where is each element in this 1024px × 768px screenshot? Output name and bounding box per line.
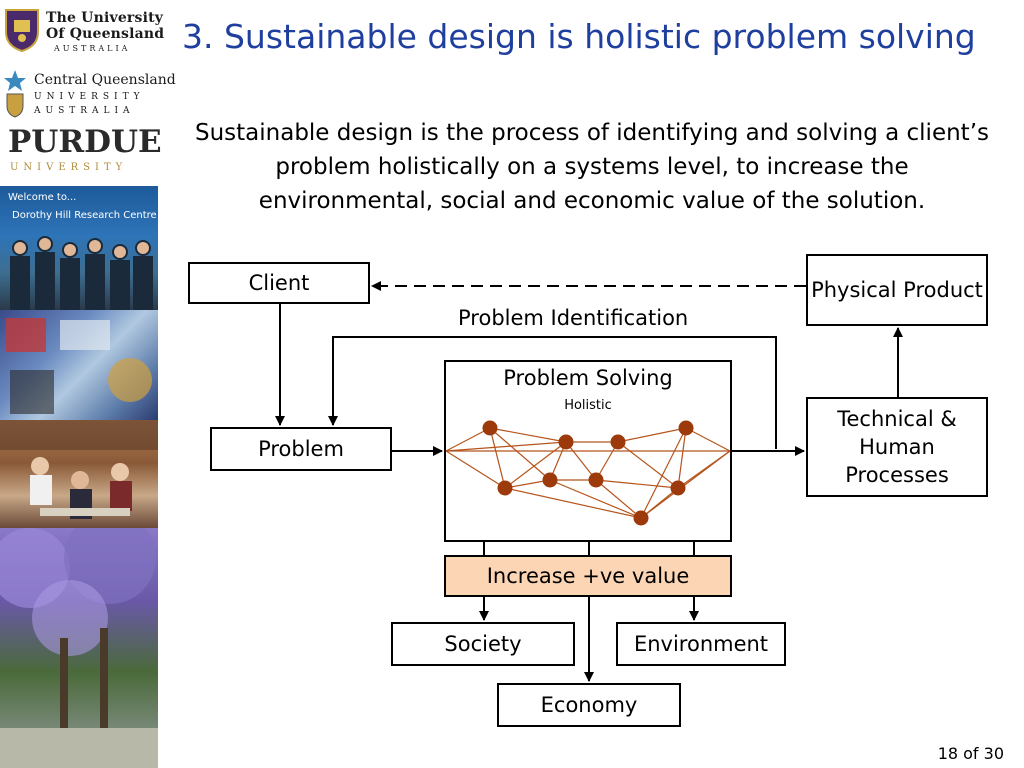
purdue-name-line1: PURDUE: [8, 124, 162, 160]
cqu-name-line1: Central Queensland: [34, 72, 176, 88]
technical-human-processes-box: Technical & Human Processes: [806, 397, 988, 497]
uq-crest-icon: [5, 9, 39, 52]
uq-name-line2: Of Queensland: [46, 26, 165, 42]
economy-box: Economy: [497, 683, 681, 727]
campus-image: [0, 528, 158, 768]
client-box: Client: [188, 262, 370, 304]
uq-name-line3: AUSTRALIA: [54, 44, 131, 53]
increase-value-box: Increase +ve value: [444, 555, 732, 597]
page-number: 18 of 30: [937, 744, 1004, 763]
team-photo: Welcome to... Dorothy Hill Research Cent…: [0, 186, 158, 310]
cqu-crest-icon: [4, 70, 26, 118]
problem-box: Problem: [210, 427, 392, 471]
cqu-name-line2: UNIVERSITY: [34, 92, 145, 102]
team-figures-image: [10, 236, 153, 310]
team-photo-caption-1: Welcome to...: [8, 192, 77, 203]
students-image: [0, 420, 158, 519]
intro-paragraph: Sustainable design is the process of ide…: [194, 120, 989, 214]
team-photo-caption-2: Dorothy Hill Research Centre: [12, 210, 157, 221]
sidebar: The University Of Queensland AUSTRALIA C…: [0, 0, 176, 768]
cqu-logo: Central Queensland UNIVERSITY AUSTRALIA: [4, 68, 176, 120]
society-box: Society: [391, 622, 575, 666]
students-photo: [0, 420, 158, 528]
environment-box: Environment: [616, 622, 786, 666]
campus-photo: [0, 528, 158, 768]
uq-logo: The University Of Queensland AUSTRALIA: [4, 8, 164, 60]
problem-identification-label: Problem Identification: [458, 306, 689, 330]
cqu-name-line3: AUSTRALIA: [34, 106, 135, 116]
slide-title: 3. Sustainable design is holistic proble…: [182, 17, 976, 56]
holistic-label: Holistic: [564, 398, 612, 413]
purdue-name-line2: UNIVERSITY: [10, 162, 128, 173]
purdue-logo: PURDUE UNIVERSITY: [8, 124, 168, 180]
engineering-collage-image: [6, 318, 152, 414]
physical-product-box: Physical Product: [806, 254, 988, 326]
engineering-collage-photo: [0, 310, 158, 420]
uq-name-line1: The University: [46, 10, 164, 26]
problem-solving-label: Problem Solving: [503, 366, 673, 390]
